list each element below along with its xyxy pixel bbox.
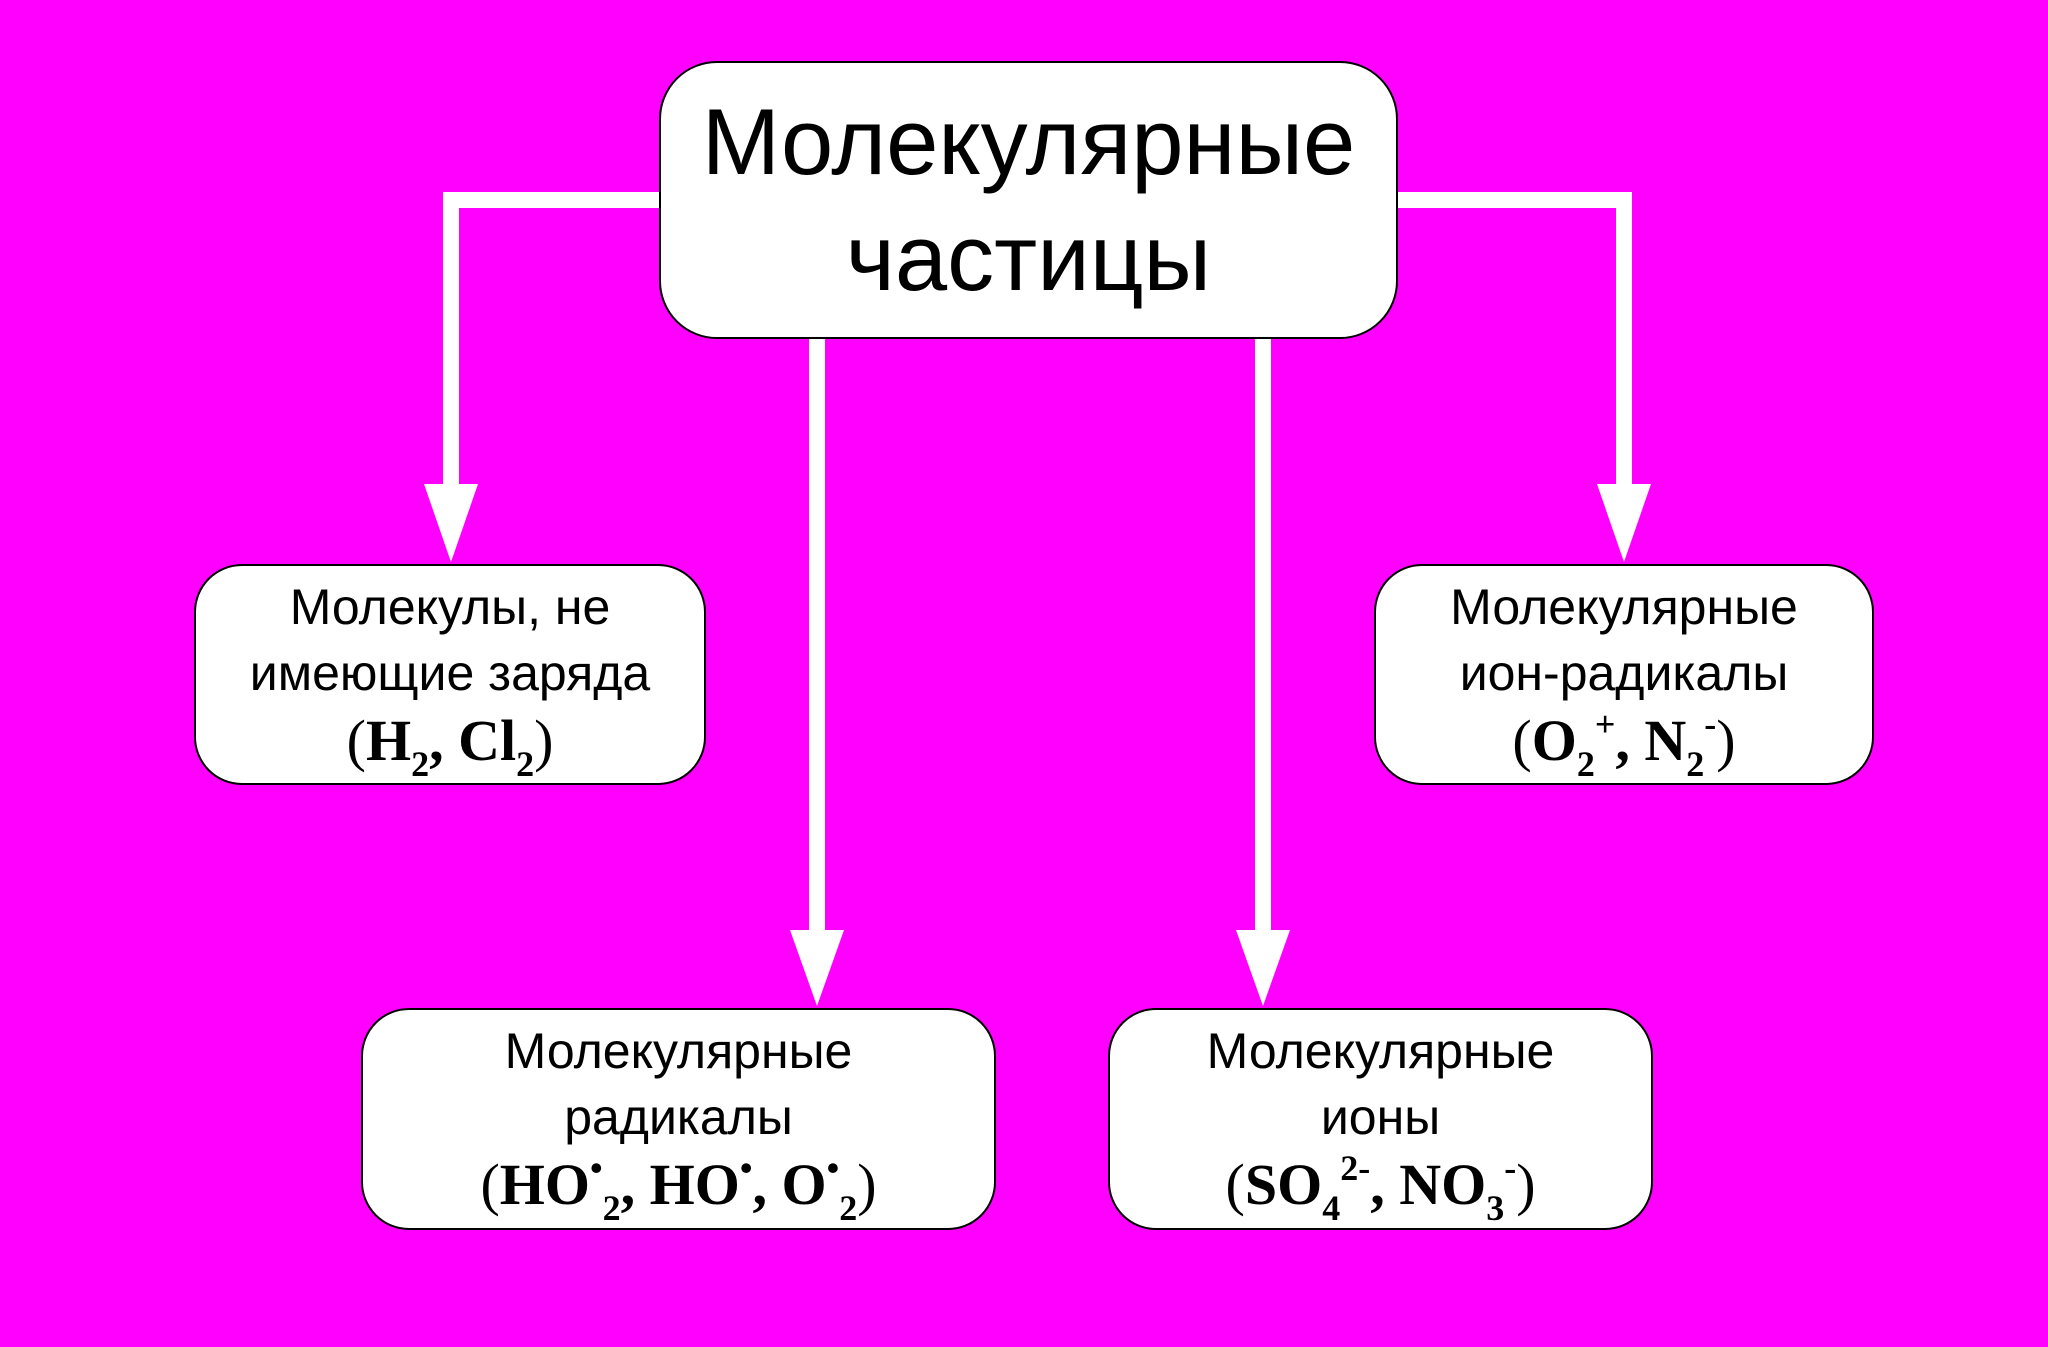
node-molecular-ions: Молекулярные ионы (SO42-, NO3-) bbox=[1108, 1008, 1653, 1230]
formula-open-paren: ( bbox=[346, 707, 366, 773]
formula-o2-radical-dot: • bbox=[826, 1148, 840, 1188]
formula-separator-1: , bbox=[620, 1152, 650, 1217]
arrowhead-ions bbox=[1236, 930, 1290, 1006]
arrowhead-radicals bbox=[790, 930, 844, 1006]
node-ions-formula: (SO42-, NO3-) bbox=[1225, 1148, 1536, 1226]
formula-open-paren: ( bbox=[480, 1152, 500, 1217]
formula-o2-subscript: 2 bbox=[839, 1188, 858, 1228]
formula-separator-2: , bbox=[752, 1152, 782, 1217]
formula-close-paren: ) bbox=[1516, 1152, 1536, 1217]
formula-no3-symbol: NO bbox=[1399, 1152, 1487, 1217]
formula-open-paren: ( bbox=[1512, 707, 1532, 773]
connector-root-to-neutral-molecules bbox=[443, 192, 661, 488]
formula-n2-subscript: 2 bbox=[1686, 743, 1705, 784]
formula-close-paren: ) bbox=[534, 707, 554, 773]
formula-cl2-symbol: Cl bbox=[458, 707, 517, 773]
node-ion-radicals: Молекулярные ион-радикалы (O2+, N2-) bbox=[1374, 564, 1874, 785]
formula-h2-subscript: 2 bbox=[411, 743, 430, 784]
formula-no3-subscript: 3 bbox=[1486, 1188, 1505, 1228]
node-ions-line-2: ионы bbox=[1320, 1089, 1441, 1145]
formula-cl2-subscript: 2 bbox=[516, 743, 535, 784]
formula-ho-symbol: HO bbox=[649, 1152, 740, 1217]
formula-separator: , bbox=[1615, 707, 1645, 773]
formula-close-paren: ) bbox=[1716, 707, 1736, 773]
root-node-line-2: частицы bbox=[845, 205, 1212, 310]
node-neutral-molecules-formula: (H2, Cl2) bbox=[346, 706, 554, 782]
root-node-line-1: Молекулярные bbox=[701, 89, 1356, 194]
node-radicals-line-2: радикалы bbox=[564, 1089, 793, 1145]
formula-so4-charge: 2- bbox=[1340, 1148, 1371, 1188]
node-ion-radicals-formula: (O2+, N2-) bbox=[1512, 703, 1736, 782]
node-neutral-molecules-line-1: Молекулы, не bbox=[289, 578, 611, 635]
formula-separator: , bbox=[1370, 1152, 1400, 1217]
formula-o2-charge: + bbox=[1594, 703, 1616, 744]
node-radicals-formula: (HO•2, HO•, O•2) bbox=[480, 1148, 877, 1226]
node-radicals-line-1: Молекулярные bbox=[504, 1023, 853, 1079]
formula-close-paren: ) bbox=[857, 1152, 877, 1217]
formula-o2-symbol: O bbox=[1531, 707, 1577, 773]
node-molecular-radicals: Молекулярные радикалы (HO•2, HO•, O•2) bbox=[361, 1008, 996, 1230]
formula-o2-symbol: O bbox=[781, 1152, 827, 1217]
formula-n2-charge: - bbox=[1704, 703, 1717, 744]
formula-no3-charge: - bbox=[1504, 1148, 1517, 1188]
formula-ho-radical-dot: • bbox=[739, 1148, 753, 1188]
formula-open-paren: ( bbox=[1225, 1152, 1245, 1217]
formula-n2-symbol: N bbox=[1644, 707, 1687, 773]
formula-so4-subscript: 4 bbox=[1322, 1188, 1341, 1228]
node-neutral-molecules: Молекулы, не имеющие заряда (H2, Cl2) bbox=[194, 564, 706, 785]
node-neutral-molecules-line-2: имеющие заряда bbox=[249, 644, 651, 701]
formula-so4-symbol: SO bbox=[1244, 1152, 1323, 1217]
node-ion-radicals-line-1: Молекулярные bbox=[1450, 578, 1798, 635]
formula-ho2-radical-dot: • bbox=[590, 1148, 603, 1188]
formula-separator: , bbox=[429, 707, 459, 773]
arrowhead-neutral-molecules bbox=[424, 484, 478, 562]
formula-ho2-subscript: 2 bbox=[602, 1188, 621, 1228]
formula-h2-symbol: H bbox=[365, 707, 412, 773]
connector-root-to-ion-radicals bbox=[1396, 192, 1632, 488]
formula-ho2-symbol: HO bbox=[499, 1152, 591, 1217]
formula-o2-subscript: 2 bbox=[1576, 743, 1595, 784]
node-ions-line-1: Молекулярные bbox=[1206, 1023, 1555, 1079]
root-node-molecular-particles: Молекулярные частицы bbox=[659, 61, 1398, 339]
node-ion-radicals-line-2: ион-радикалы bbox=[1459, 644, 1789, 701]
arrowhead-ion-radicals bbox=[1597, 484, 1651, 562]
